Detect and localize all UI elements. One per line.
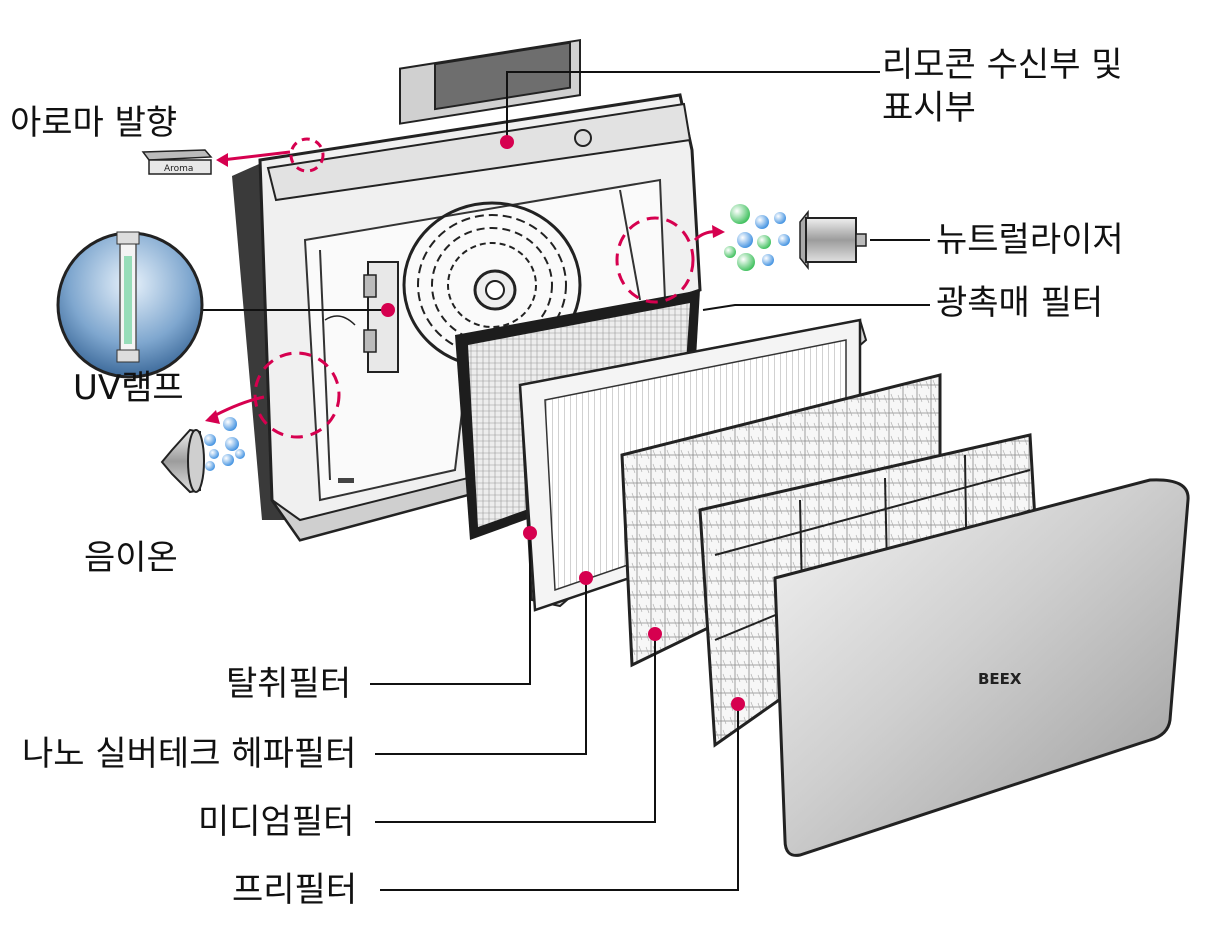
label-remote-receiver-line1: 리모콘 수신부 및 (882, 45, 1123, 85)
label-medium-filter: 미디엄필터 (198, 802, 355, 842)
label-aroma: 아로마 발향 (10, 103, 178, 143)
brand-logo: BEEX (978, 670, 1022, 688)
leader-lines (195, 71, 930, 891)
label-neutralizer: 뉴트럴라이저 (936, 220, 1124, 260)
aroma-box-label: Aroma (164, 164, 193, 174)
label-hepa-filter: 나노 실버테크 헤파필터 (22, 734, 357, 774)
neutralizer (724, 204, 867, 271)
label-pre-filter: 프리필터 (232, 870, 358, 910)
arrow-heads (205, 153, 725, 424)
marker-dots (381, 135, 745, 711)
label-anion: 음이온 (84, 538, 178, 578)
aroma-box: Aroma (141, 149, 213, 175)
label-uv-lamp: UV램프 (73, 368, 184, 408)
uv-lamp-lens (56, 231, 204, 379)
anion-emitter (160, 417, 245, 494)
label-remote-receiver-line2: 표시부 (882, 88, 976, 128)
label-photocatalyst-filter: 광촉매 필터 (936, 283, 1104, 323)
front-cover: BEEX (773, 478, 1190, 857)
label-deodorizing-filter: 탈취필터 (226, 664, 352, 704)
